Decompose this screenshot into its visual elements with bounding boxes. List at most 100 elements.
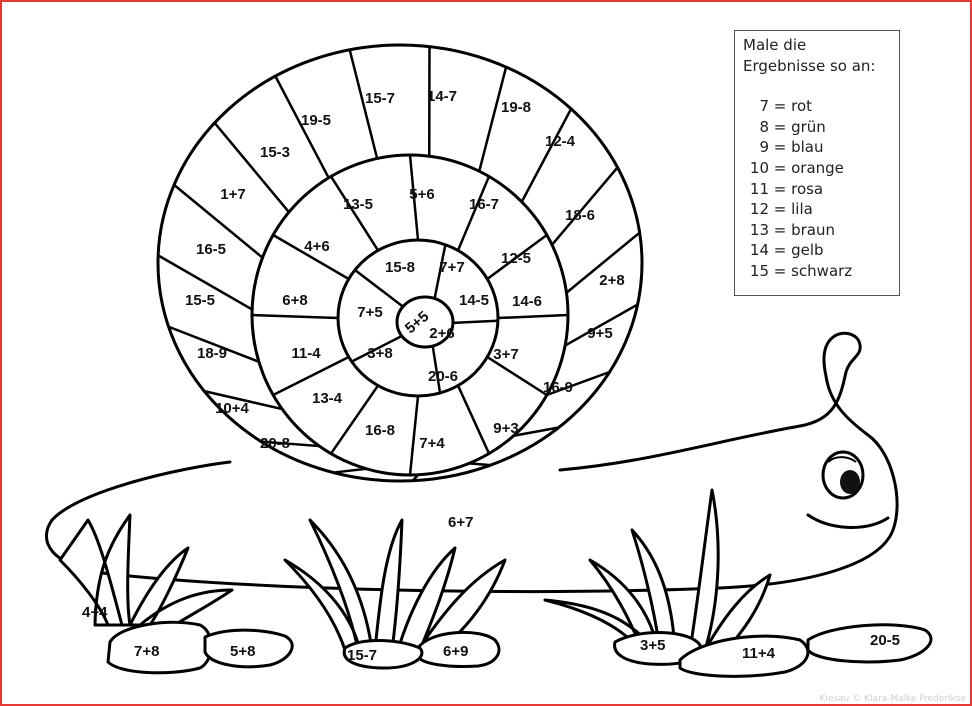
legend-item-color: = orange <box>769 158 844 177</box>
shell-divider <box>469 462 491 467</box>
stone-c <box>416 630 501 668</box>
legend-item-color: = braun <box>769 220 835 239</box>
shell-middle-cell-label: 20-6 <box>428 368 458 385</box>
legend-item: 11 = rosa <box>743 179 891 200</box>
shell-divider <box>486 355 548 397</box>
shell-divider <box>433 244 447 299</box>
shell-outer-cell-label: 9+3 <box>493 420 518 437</box>
stone-e-label: 20-5 <box>870 632 900 649</box>
snail-eye <box>821 450 865 500</box>
shell-divider <box>203 389 283 411</box>
watermark: Kiesau © Klara-Malke Frederikse <box>819 694 966 704</box>
shell-divider <box>513 426 559 437</box>
shell-outer-ring <box>156 43 644 483</box>
snail-pupil <box>840 470 860 494</box>
shell-divider <box>520 108 573 203</box>
shell-middle-cell-label: 13-4 <box>312 390 343 407</box>
legend-item-number: 9 <box>759 138 769 157</box>
shell-outer-cell-label: 18-6 <box>565 207 595 224</box>
shell-inner-cell-label: 14-5 <box>459 292 489 309</box>
legend-item-color: = gelb <box>769 241 824 260</box>
legend-title-line1: Male die <box>743 36 807 54</box>
legend-item: 15 = schwarz <box>743 261 891 282</box>
shell-divider <box>565 231 641 294</box>
shell-divider <box>431 345 442 394</box>
legend-item-number: 14 <box>749 241 769 260</box>
shell-divider <box>411 473 420 482</box>
shell-divider <box>272 233 350 281</box>
legend-item: 13 = braun <box>743 220 891 241</box>
shell-divider <box>329 175 380 252</box>
shell-middle-cell-label: 11-4 <box>291 345 321 362</box>
shell-divider <box>351 334 403 363</box>
legend-title-line2: Ergebnisse so an: <box>743 56 876 75</box>
shell-divider <box>333 467 367 474</box>
shell-outer-cell-label: 19-5 <box>301 112 331 129</box>
stone-d-label: 11+4 <box>742 645 776 662</box>
grass-right <box>543 488 772 657</box>
snail-smile <box>806 513 890 529</box>
shell-outer-cell-label: 18-9 <box>197 345 227 362</box>
shell-outer-cell-label: 1+7 <box>220 186 245 203</box>
grass-mid <box>283 518 507 652</box>
legend-item: 14 = gelb <box>743 240 891 261</box>
shell-inner-cell-label: 7+7 <box>439 259 464 276</box>
shell-divider <box>497 313 569 320</box>
shell-divider <box>408 395 420 476</box>
stone-b-label: 5+8 <box>230 643 255 660</box>
shell-outer-cell-label: 16-8 <box>365 422 395 439</box>
shell-outer-cell-label: 15-7 <box>365 90 395 107</box>
shell-outer-cell-label: 15-3 <box>260 144 290 161</box>
shell-outer-cell-label: 16-9 <box>543 379 573 396</box>
shell-divider <box>551 166 619 246</box>
stone-c-label: 6+9 <box>443 643 468 660</box>
shell-middle-cell-label: 6+8 <box>282 292 307 309</box>
shell-divider <box>157 254 253 311</box>
legend-item: 12 = lila <box>743 199 891 220</box>
shell-inner-cell-label: 15-8 <box>385 259 415 276</box>
shell-outer-cell-label: 2+8 <box>599 272 624 289</box>
shell-divider <box>564 303 639 347</box>
stone-a <box>106 620 213 675</box>
legend-item: 8 = grün <box>743 117 891 138</box>
shell-outer-cell-label: 14-7 <box>427 88 457 105</box>
body-label: 6+7 <box>448 514 473 531</box>
shell-middle-cell-label: 4+6 <box>304 238 329 255</box>
shell-outer-cell-label: 12-4 <box>545 133 576 150</box>
legend-item-color: = schwarz <box>769 261 853 280</box>
shell-divider <box>456 175 491 251</box>
legend-item: 10 = orange <box>743 158 891 179</box>
legend-item: 9 = blau <box>743 137 891 158</box>
legend-item-color: = rosa <box>769 179 824 198</box>
shell-outer-cell-label: 20-8 <box>260 435 290 452</box>
stone-d <box>678 634 810 678</box>
legend-item-number: 8 <box>759 117 769 136</box>
shell-divider <box>261 440 320 448</box>
shell-divider <box>251 313 339 320</box>
shell-middle-cell-label: 12-5 <box>501 250 531 267</box>
legend-item-number: 15 <box>749 261 769 280</box>
shell-outer-cell-label: 7+4 <box>419 435 445 452</box>
legend-item-number: 13 <box>749 220 769 239</box>
legend-item-number: 11 <box>749 179 769 198</box>
shell-divider <box>213 122 290 213</box>
shell-middle-cell-label: 5+6 <box>409 186 434 203</box>
stone-e <box>806 623 933 664</box>
shell-labels: 2+89+516-99+37+416-820-810+418-915-516-5… <box>185 88 625 452</box>
shell-divider <box>408 154 420 241</box>
legend-item-number: 10 <box>749 158 769 177</box>
shell-divider <box>173 183 264 259</box>
legend-item-color: = blau <box>769 138 824 157</box>
shell-outer-cell-label: 15-5 <box>185 292 215 309</box>
shell-outer-cell-label: 19-8 <box>501 99 531 116</box>
grass-mid-label: 15-7 <box>347 647 377 664</box>
grass-left <box>58 513 234 630</box>
legend-item-color: = lila <box>769 200 813 219</box>
shell-divider <box>348 49 379 159</box>
shell-inner-cell-label: 2+6 <box>429 325 454 342</box>
shell-divider <box>452 319 499 325</box>
shell-middle-cell-label: 13-5 <box>343 196 373 213</box>
